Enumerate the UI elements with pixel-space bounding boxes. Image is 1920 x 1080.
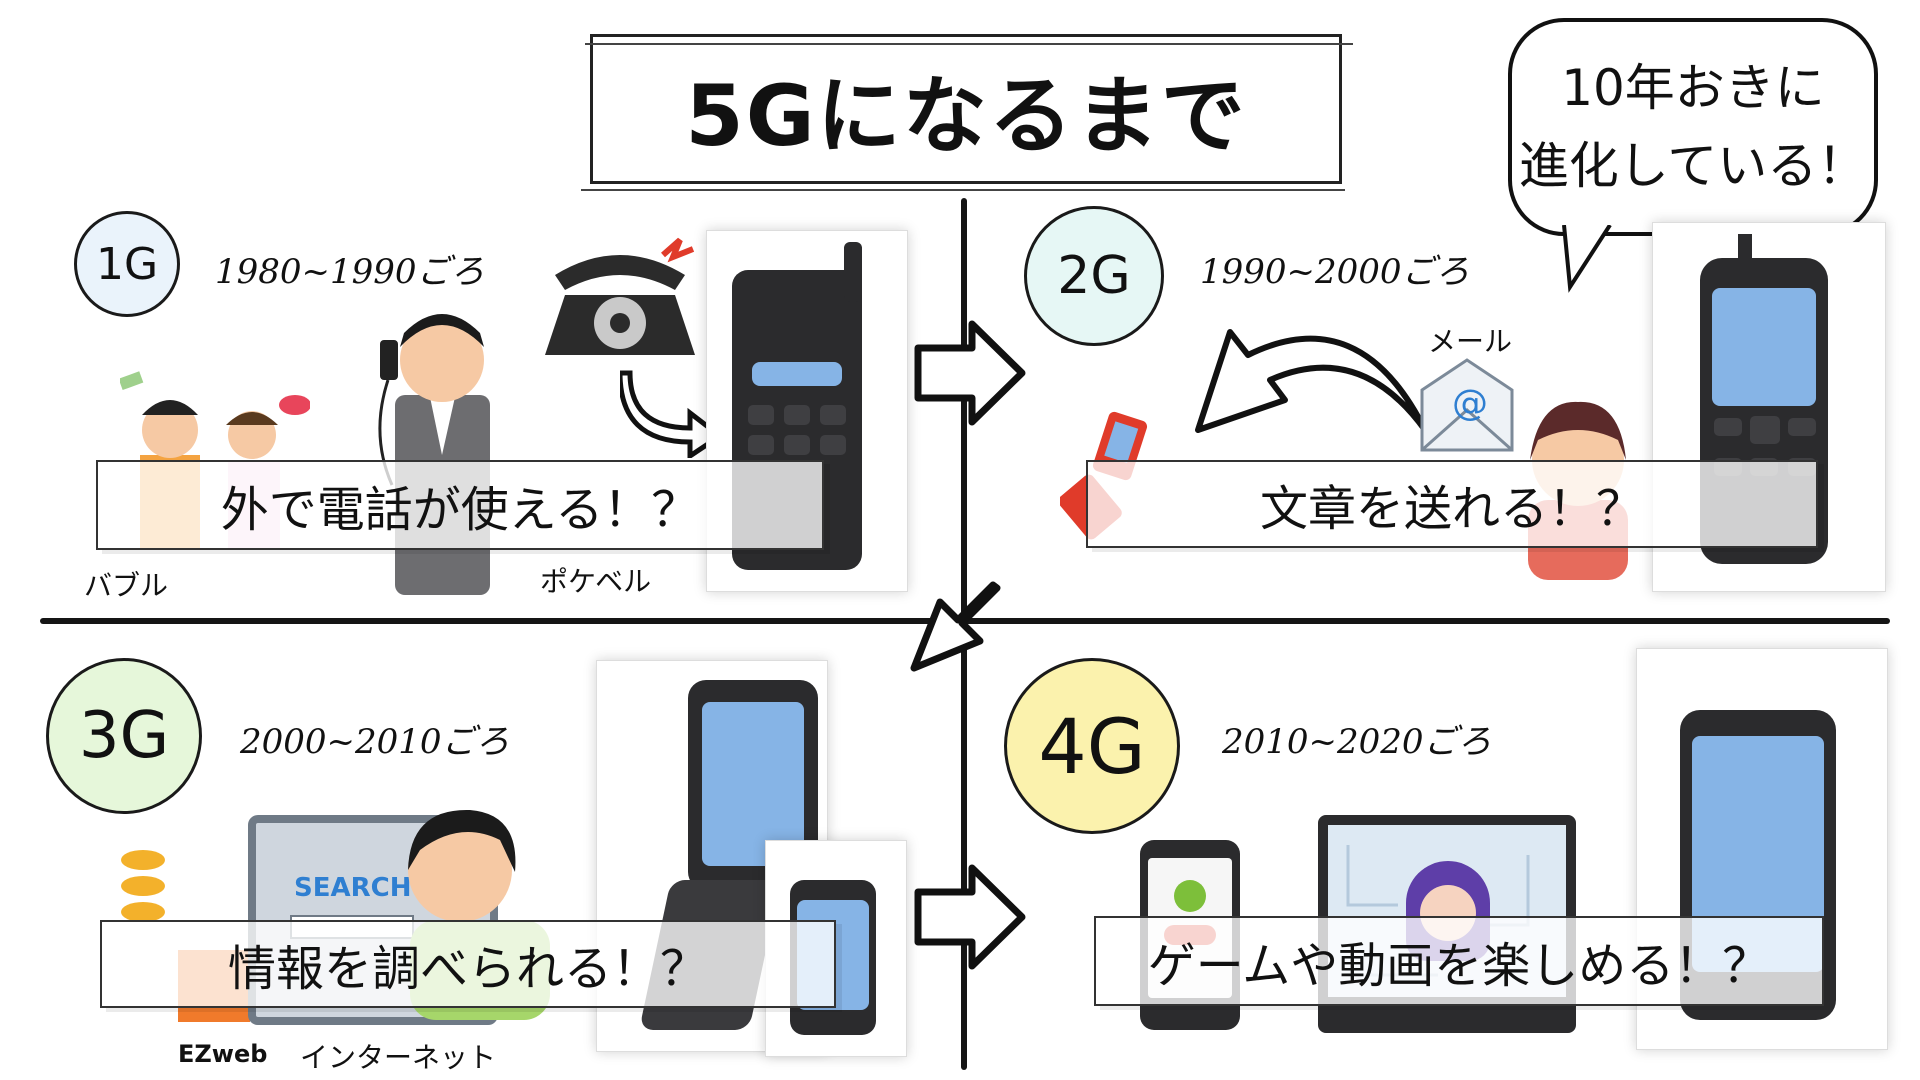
arrow-down-left-icon <box>910 581 1001 672</box>
generation-badge-2g: 2G <box>1024 206 1164 346</box>
bubble-tail <box>1562 225 1612 293</box>
imode-logo-icon <box>121 850 165 922</box>
curved-arrow-left-icon <box>1195 329 1428 433</box>
arrow-right-icon <box>914 320 1026 426</box>
caption-2g: 文章を送れる！？ <box>1086 460 1818 548</box>
generation-label: 4G <box>1038 701 1146 791</box>
label-bubble: バブル <box>84 569 169 602</box>
email-envelope-icon: @ <box>1420 358 1514 452</box>
label-internet: インターネット <box>300 1041 497 1074</box>
label-ezweb: EZweb <box>178 1040 268 1068</box>
generation-badge-1g: 1G <box>74 211 180 317</box>
caption-1g: 外で電話が使える！？ <box>96 460 824 550</box>
generation-label: 1G <box>95 238 159 290</box>
label-pager: ポケベル <box>540 565 652 598</box>
caption-text: 情報を調べられる！？ <box>227 941 708 997</box>
curved-arrow-icon <box>620 370 725 458</box>
businessman-illustration <box>378 314 490 595</box>
caption-text: 文章を送れる！？ <box>1259 481 1644 537</box>
bubble-line-2: 進化している！ <box>1518 137 1868 195</box>
generation-label: 3G <box>78 699 170 773</box>
caption-3g: 情報を調べられる！？ <box>100 920 836 1008</box>
generation-badge-3g: 3G <box>46 658 202 814</box>
caption-4g: ゲームや動画を楽しめる！？ <box>1094 916 1824 1006</box>
label-mail: メール <box>1428 325 1513 358</box>
page-title: 5Gになるまで <box>685 66 1247 165</box>
generation-badge-4g: 4G <box>1004 658 1180 834</box>
bubble-line-1: 10年おきに <box>1561 59 1825 117</box>
caption-text: 外で電話が使える！？ <box>220 482 700 538</box>
title-frame: 5Gになるまで <box>581 34 1353 191</box>
era-label: 1980~1990ごろ <box>215 252 485 292</box>
generation-label: 2G <box>1057 246 1131 306</box>
at-symbol: @ <box>1452 383 1488 424</box>
caption-text: ゲームや動画を楽しめる！？ <box>1147 938 1771 994</box>
arrow-right-icon <box>914 864 1026 970</box>
era-label: 2000~2010ごろ <box>240 722 510 762</box>
era-label: 1990~2000ごろ <box>1200 252 1470 292</box>
speech-bubble: 10年おきに 進化している！ <box>1508 18 1878 236</box>
search-text: SEARCH <box>294 873 412 903</box>
rotary-phone-icon <box>545 237 695 355</box>
era-label: 2010~2020ごろ <box>1222 722 1492 762</box>
